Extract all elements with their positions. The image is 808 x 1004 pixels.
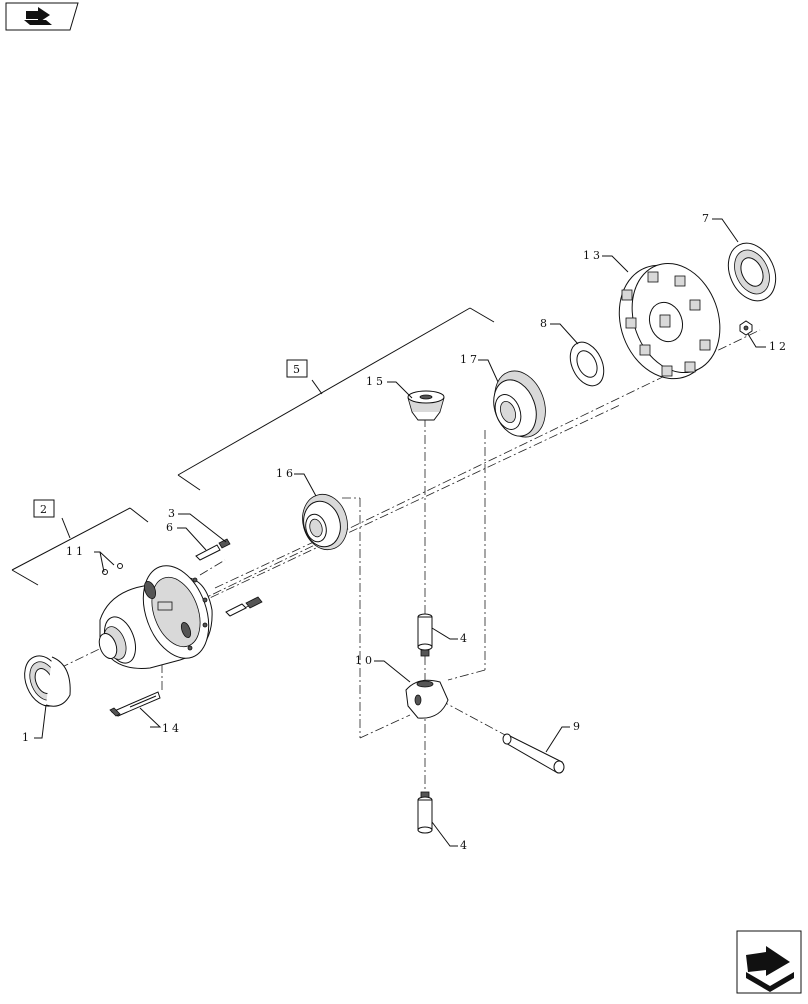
callout-13: 13 (583, 249, 603, 262)
svg-text:5: 5 (293, 363, 303, 376)
bearing-part-1 (24, 655, 71, 707)
pin-part-6 (195, 544, 221, 561)
case-half-part-13 (618, 262, 721, 380)
callout-10: 10 (355, 654, 375, 667)
callout-4-lower: 4 (460, 839, 470, 852)
side-gear-part-17 (493, 370, 546, 438)
callout-14: 14 (162, 722, 182, 735)
group-bracket-2 (11, 507, 149, 586)
callout-1: 1 (22, 731, 32, 744)
pin-part-4-lower (417, 791, 433, 834)
prev-page-icon (24, 7, 52, 25)
callout-labels: 1 3 4 4 6 7 8 9 10 11 12 13 14 15 16 17 (22, 212, 789, 852)
next-page-icon (746, 946, 794, 992)
shaft-part-9 (502, 733, 565, 774)
svg-text:2: 2 (40, 503, 50, 516)
cross-block-part-10 (405, 679, 449, 719)
callout-12: 12 (769, 340, 789, 353)
next-page-button[interactable] (736, 930, 802, 994)
differential-case (98, 565, 213, 669)
group-label-2: 2 (33, 499, 55, 518)
callout-17: 17 (460, 353, 480, 366)
part-11-pins (102, 563, 123, 575)
callout-3: 3 (168, 507, 178, 520)
callout-4-upper: 4 (460, 632, 470, 645)
prev-page-button[interactable] (5, 2, 79, 31)
callout-16: 16 (276, 467, 296, 480)
callout-7: 7 (702, 212, 712, 225)
callout-9: 9 (573, 720, 583, 733)
spring-part-3 (218, 538, 263, 617)
side-gear-part-16 (302, 493, 348, 551)
thrust-washer-part-8 (569, 341, 605, 387)
nut-part-12 (739, 320, 753, 336)
group-label-5: 5 (286, 359, 308, 378)
center-lines (59, 329, 761, 810)
bolt-part-14 (109, 691, 161, 717)
bearing-part-7 (727, 242, 777, 302)
group-bracket-5 (177, 307, 495, 491)
leader-lines (34, 218, 766, 847)
callout-15: 15 (366, 375, 386, 388)
callout-11: 11 (66, 545, 86, 558)
pin-part-4-upper (417, 613, 433, 657)
pinion-gear-part-15 (407, 390, 445, 421)
callout-6: 6 (166, 521, 176, 534)
callout-8: 8 (540, 317, 550, 330)
